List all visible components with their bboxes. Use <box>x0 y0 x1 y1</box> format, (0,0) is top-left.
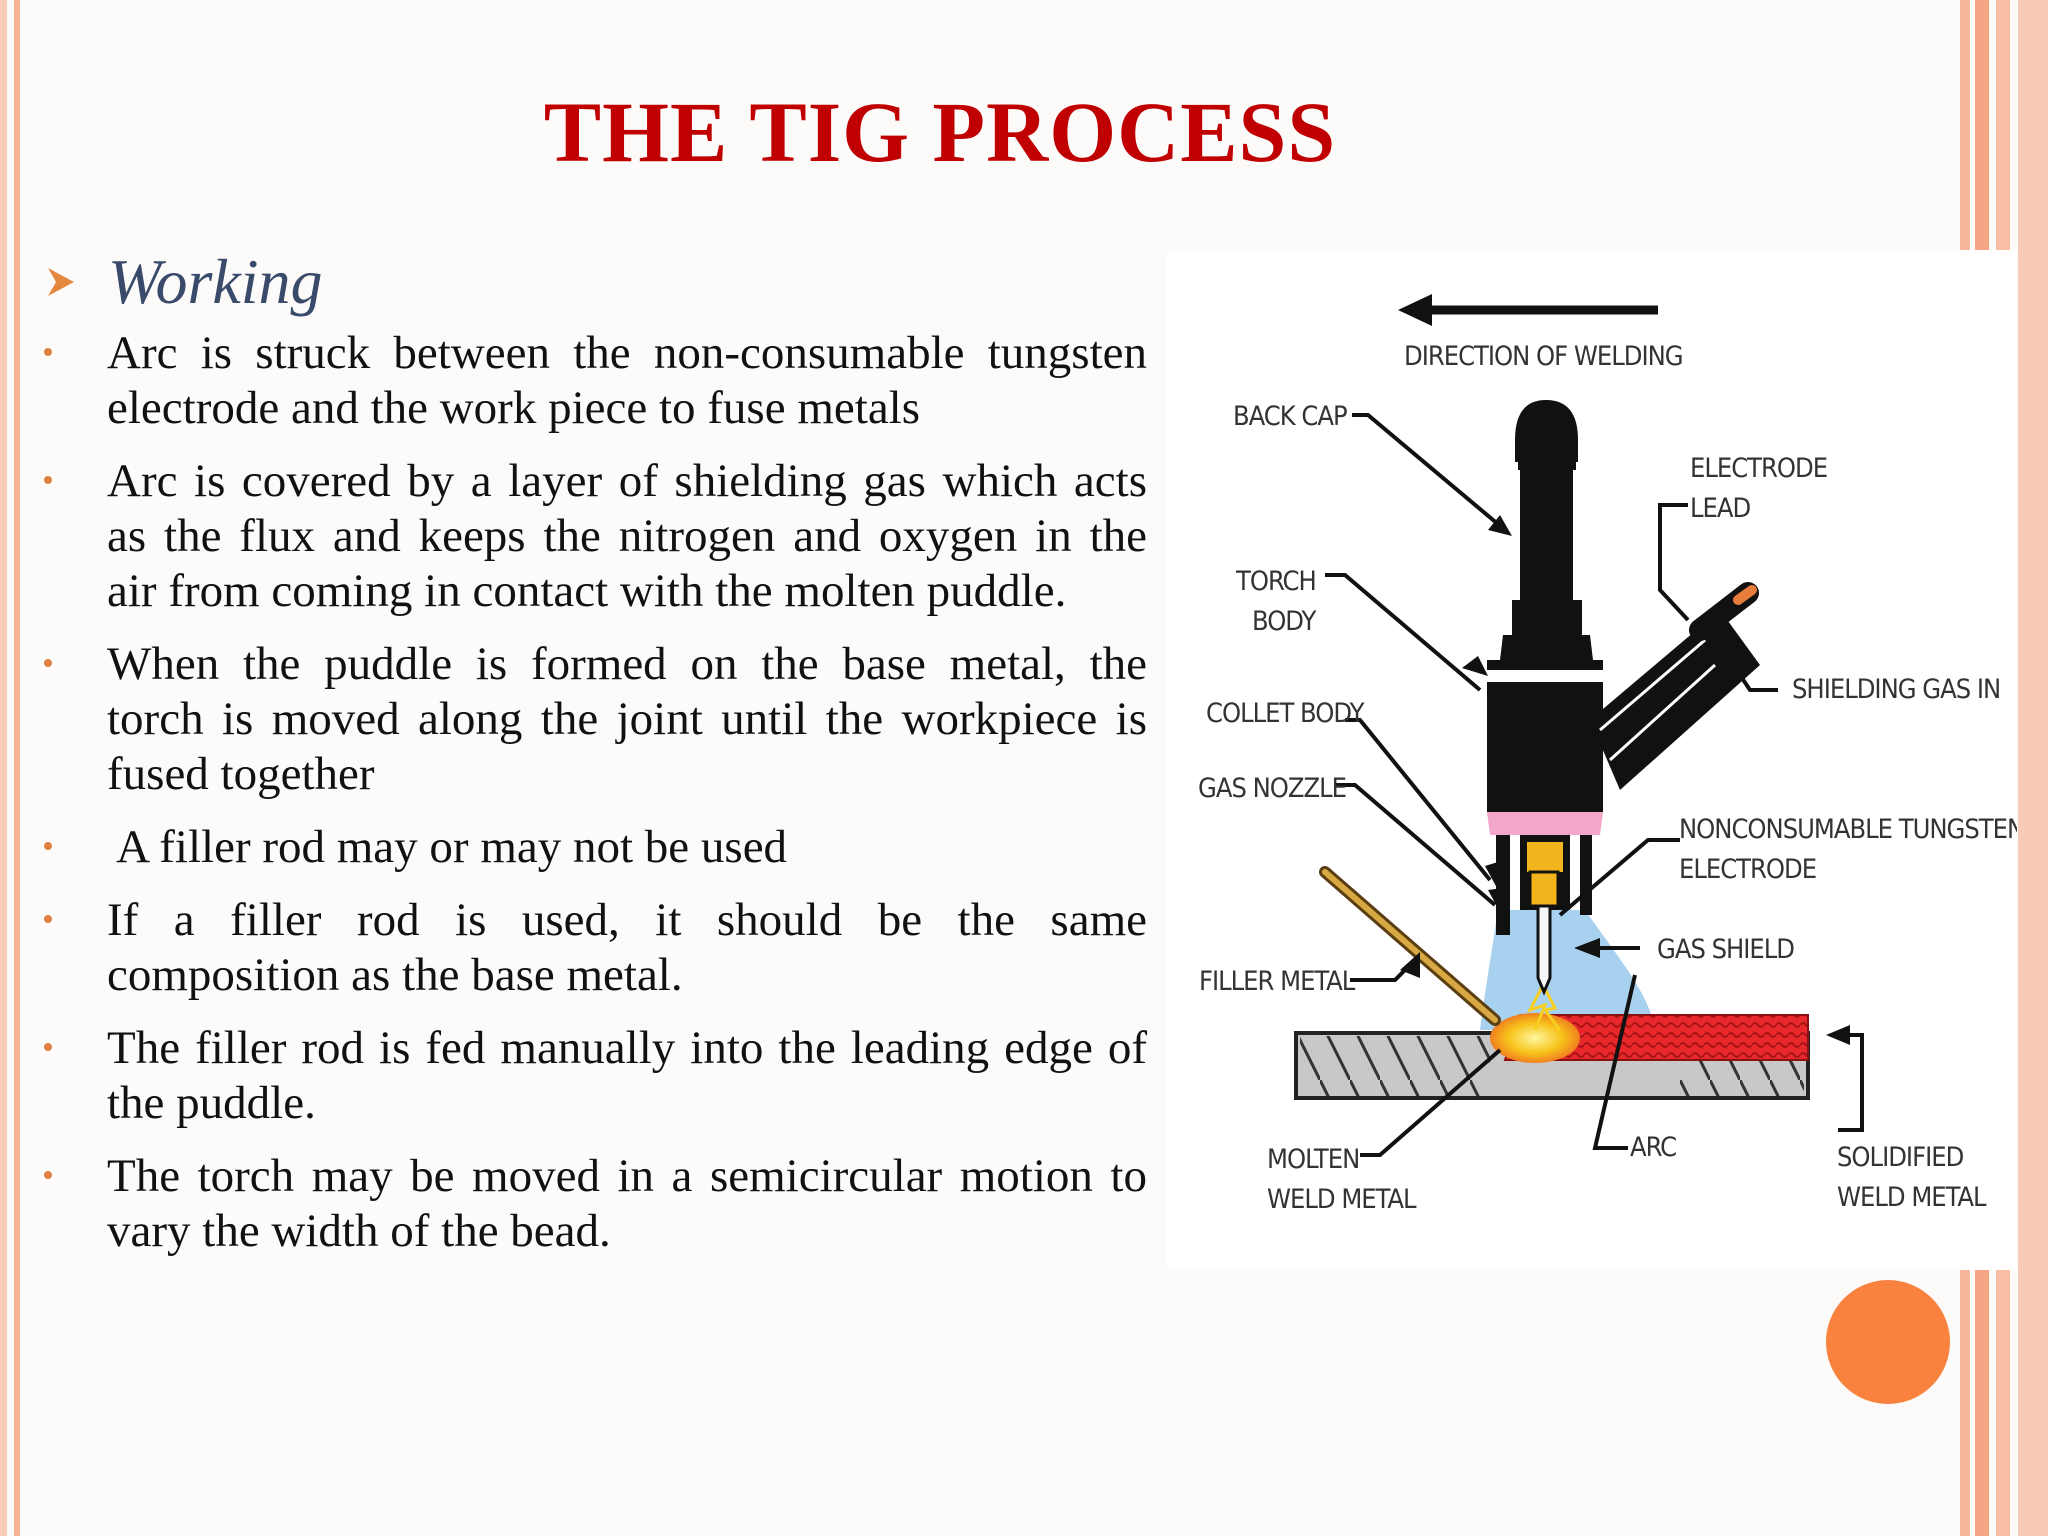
label-electrode-lead-2: LEAD <box>1690 493 1750 524</box>
label-shielding-gas-in: SHIELDING GAS IN <box>1792 674 2000 705</box>
label-tungsten-2: ELECTRODE <box>1679 854 1816 885</box>
label-torch-body-1: TORCH <box>1235 566 1316 597</box>
label-back-cap: BACK CAP <box>1233 401 1347 432</box>
list-item: When the puddle is formed on the base me… <box>40 637 1150 802</box>
tig-welding-diagram: DIRECTION OF WELDING BACK CAP ELECTRODE … <box>1198 294 2017 1215</box>
label-direction-of-welding: DIRECTION OF WELDING <box>1404 341 1683 372</box>
label-solidified-1: SOLIDIFIED <box>1837 1142 1964 1173</box>
label-molten-1: MOLTEN <box>1267 1144 1359 1175</box>
left-stripe-outer <box>0 0 7 1536</box>
list-item: Arc is covered by a layer of shielding g… <box>40 454 1150 619</box>
gas-shield <box>1480 910 1655 1030</box>
bullet-list: Arc is struck between the non-consumable… <box>40 326 1150 1259</box>
filler-rod <box>1319 866 1501 1026</box>
list-item: If a filler rod is used, it should be th… <box>40 893 1150 1003</box>
bullet-dot-icon <box>44 1171 52 1179</box>
section-heading-row: Working <box>40 240 1150 324</box>
torch <box>1487 400 1760 996</box>
bullet-dot-icon <box>44 842 52 850</box>
leader-arrowheads <box>1400 515 1850 1045</box>
bullet-text: A filler rod may or may not be used <box>107 821 788 873</box>
label-arc: ARC <box>1630 1132 1676 1163</box>
list-item: The filler rod is fed manually into the … <box>40 1021 1150 1131</box>
bullet-text: Arc is covered by a layer of shielding g… <box>107 455 1147 617</box>
bullet-dot-icon <box>44 1043 52 1051</box>
label-tungsten-1: NONCONSUMABLE TUNGSTEN <box>1679 814 2017 845</box>
label-filler-metal: FILLER METAL <box>1199 966 1356 997</box>
label-gas-nozzle: GAS NOZZLE <box>1198 773 1346 804</box>
bullet-text: The filler rod is fed manually into the … <box>107 1022 1147 1129</box>
bullet-dot-icon <box>44 476 52 484</box>
bullet-dot-icon <box>44 348 52 356</box>
bullet-text: When the puddle is formed on the base me… <box>107 638 1147 800</box>
label-collet-body: COLLET BODY <box>1206 698 1365 729</box>
list-item: The torch may be moved in a semicircular… <box>40 1149 1150 1259</box>
slide-content: Working Arc is struck between the non-co… <box>40 240 1150 1277</box>
arc-sparks <box>1526 984 1562 1031</box>
label-electrode-lead-1: ELECTRODE <box>1690 453 1827 484</box>
bullet-text: Arc is struck between the non-consumable… <box>107 327 1147 434</box>
list-item: A filler rod may or may not be used <box>40 820 1150 875</box>
decorative-circle <box>1826 1280 1950 1404</box>
right-stripe-4 <box>2018 0 2048 1536</box>
arrow-bullet-icon <box>40 240 108 324</box>
label-molten-2: WELD METAL <box>1267 1184 1417 1215</box>
bullet-dot-icon <box>44 659 52 667</box>
slide-title: THE TIG PROCESS <box>543 84 1337 180</box>
label-solidified-2: WELD METAL <box>1837 1182 1987 1213</box>
section-heading: Working <box>108 246 323 317</box>
bullet-text: The torch may be moved in a semicircular… <box>107 1150 1147 1257</box>
left-stripe-inner <box>14 0 20 1536</box>
label-torch-body-2: BODY <box>1252 606 1317 637</box>
molten-puddle <box>1490 1013 1580 1063</box>
diagram-labels: DIRECTION OF WELDING BACK CAP ELECTRODE … <box>1198 341 2017 1215</box>
bullet-dot-icon <box>44 915 52 923</box>
list-item: Arc is struck between the non-consumable… <box>40 326 1150 436</box>
label-gas-shield: GAS SHIELD <box>1657 934 1794 965</box>
direction-arrow <box>1398 294 1658 326</box>
bullet-text: If a filler rod is used, it should be th… <box>107 894 1147 1001</box>
